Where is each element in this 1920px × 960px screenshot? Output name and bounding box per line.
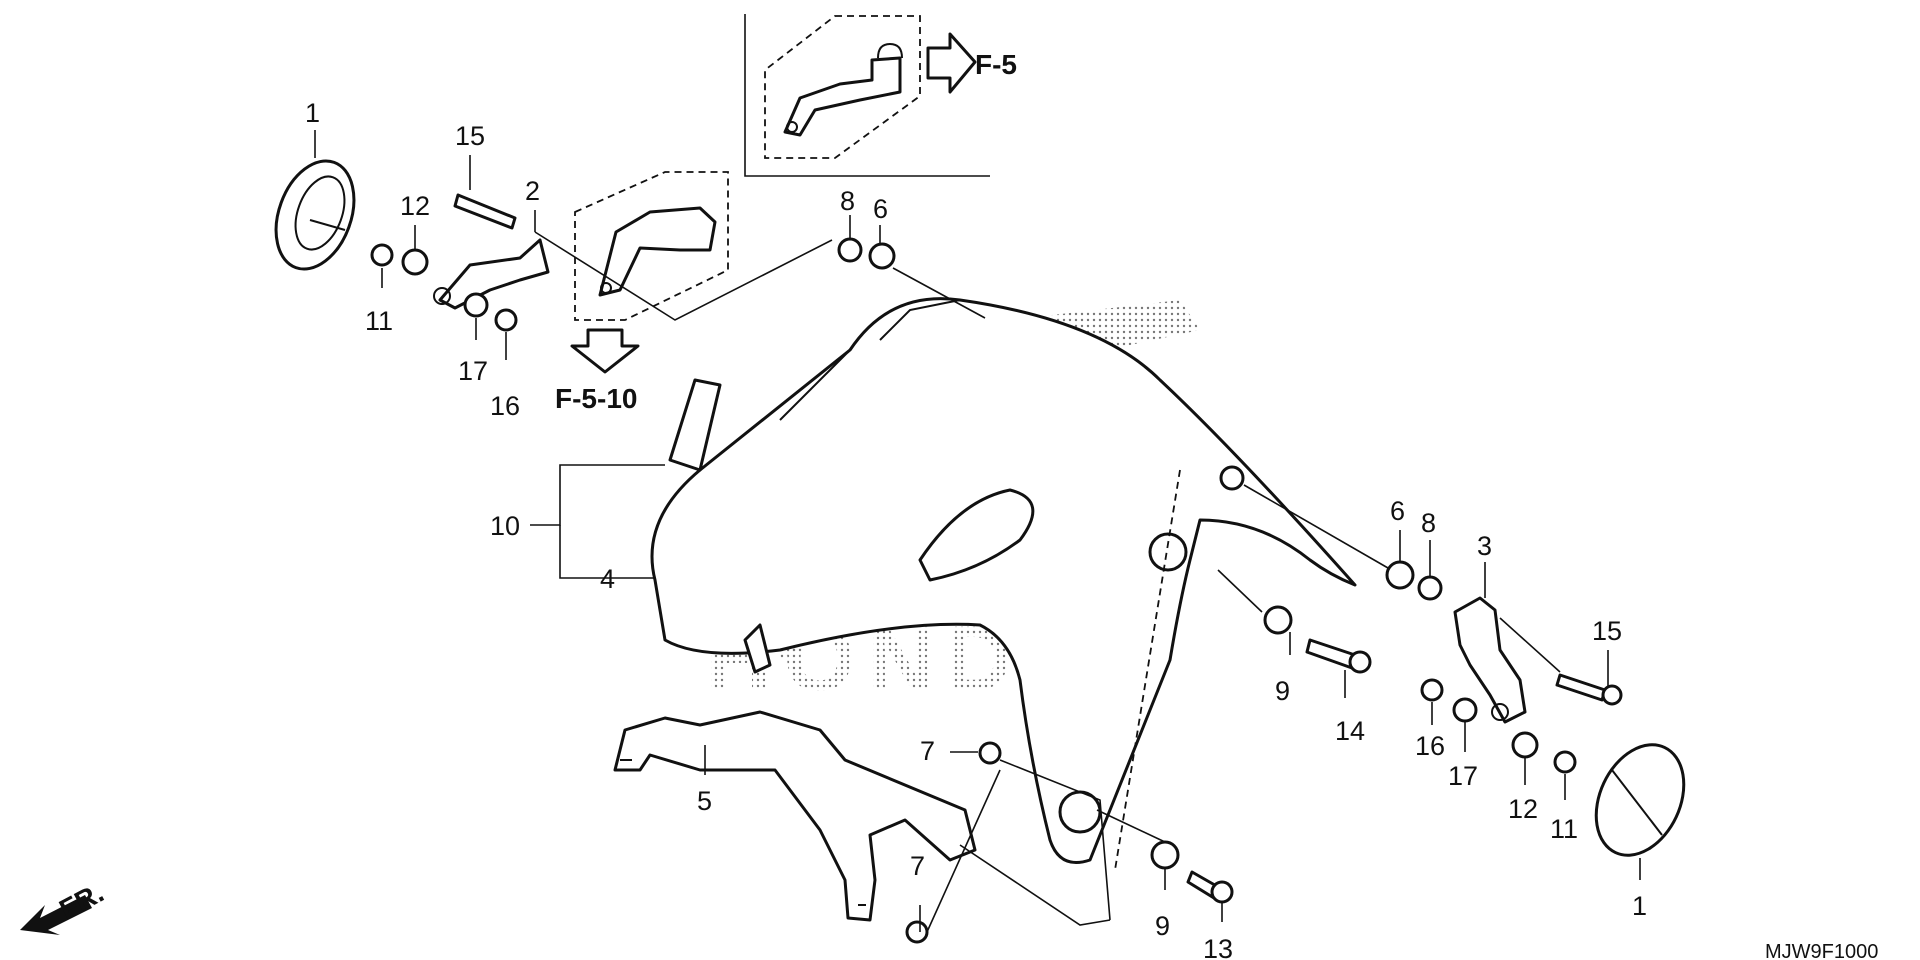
callout-17-left: 17 xyxy=(458,356,488,386)
callout-8-top: 8 xyxy=(840,186,855,216)
clip-7-lower xyxy=(905,920,929,944)
callout-13: 13 xyxy=(1203,934,1233,960)
callout-16-left: 16 xyxy=(490,391,520,421)
callout-3: 3 xyxy=(1477,531,1492,561)
ref-arrow-right-icon xyxy=(926,32,977,94)
ref-label-f5-10: F-5-10 xyxy=(555,383,637,414)
callout-11-left: 11 xyxy=(365,306,393,336)
washer-17-right xyxy=(1452,697,1478,723)
callout-15-left: 15 xyxy=(455,121,485,151)
inset-left-bracket xyxy=(598,206,717,297)
arrow-front-icon xyxy=(20,895,92,935)
callout-17-right: 17 xyxy=(1448,761,1478,791)
callout-7-upper: 7 xyxy=(920,736,935,766)
ref-arrow-down-icon xyxy=(570,328,640,374)
callout-1-left: 1 xyxy=(305,98,320,128)
nut-16-left xyxy=(494,308,518,332)
fender-vent xyxy=(918,488,1035,582)
callout-7-lower: 7 xyxy=(910,851,925,881)
callout-12-left: 12 xyxy=(400,191,430,221)
inset-box: F-5 xyxy=(744,14,1017,177)
inset-left: F-5-10 xyxy=(555,171,729,414)
nut-11-right xyxy=(1553,750,1577,774)
callout-2: 2 xyxy=(525,176,540,206)
stay-2 xyxy=(438,238,550,310)
bolt-15-right xyxy=(1555,673,1607,702)
callout-11-right: 11 xyxy=(1550,814,1578,844)
washer-12-left xyxy=(401,248,429,276)
washer-12-right xyxy=(1511,731,1539,759)
bolt-15-left xyxy=(453,193,517,230)
grommet-6-right xyxy=(1385,560,1415,590)
left-parts xyxy=(274,159,550,332)
callout-4: 4 xyxy=(600,564,615,594)
clip-7-upper xyxy=(978,741,1002,765)
callout-6-top: 6 xyxy=(873,194,888,224)
emblem-10 xyxy=(668,378,722,472)
leader-lines xyxy=(314,130,1641,933)
reflector-right xyxy=(1594,743,1686,857)
front-fender xyxy=(650,297,1357,871)
callout-10: 10 xyxy=(490,511,520,541)
callout-15-right: 15 xyxy=(1592,616,1622,646)
callout-8-right: 8 xyxy=(1421,508,1436,538)
drawing-code: MJW9F1000 xyxy=(1765,941,1878,960)
collar-8-top xyxy=(837,237,863,263)
callout-12-right: 12 xyxy=(1508,794,1538,824)
collar-8-right xyxy=(1417,575,1443,601)
callout-9-lower: 9 xyxy=(1155,911,1170,941)
callout-5: 5 xyxy=(697,786,712,816)
ref-label-f5: F-5 xyxy=(975,49,1017,80)
grommet-9-lower xyxy=(1150,840,1180,870)
grommet-6-top xyxy=(868,242,896,270)
callout-16-right: 16 xyxy=(1415,731,1445,761)
grommet-9-upper xyxy=(1263,605,1293,635)
inset-bracket xyxy=(783,56,902,137)
front-direction: FR. xyxy=(20,877,109,935)
stay-3 xyxy=(1453,596,1527,724)
callout-1-right: 1 xyxy=(1632,891,1647,921)
callouts: 1 15 12 2 11 17 16 8 6 10 4 5 7 7 9 14 9… xyxy=(305,98,1647,960)
nut-16-right xyxy=(1420,678,1444,702)
washer-17-left xyxy=(463,292,489,318)
right-parts xyxy=(837,237,1686,944)
callout-14: 14 xyxy=(1335,716,1365,746)
nut-11-left xyxy=(370,243,394,267)
reflector-left xyxy=(274,159,356,271)
callout-6-right: 6 xyxy=(1390,496,1405,526)
bolt-14 xyxy=(1305,638,1357,670)
callout-9-upper: 9 xyxy=(1275,676,1290,706)
